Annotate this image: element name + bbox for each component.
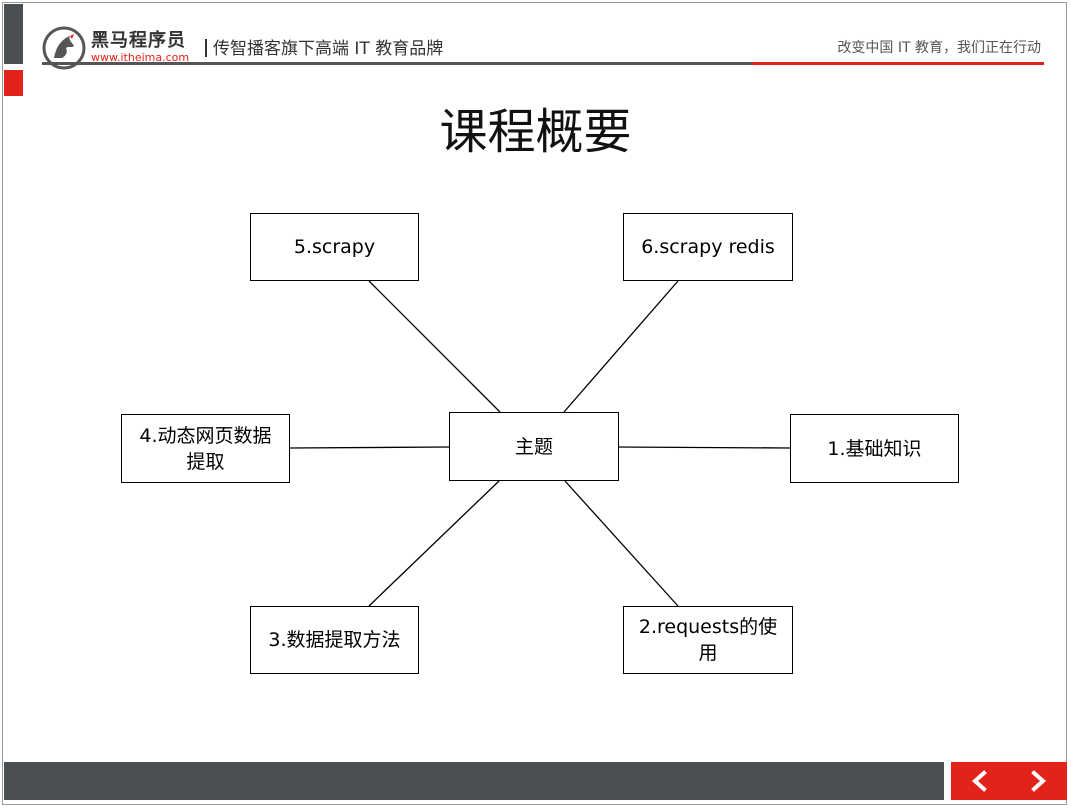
corner-accent-red <box>4 70 23 96</box>
footer-bar <box>4 762 944 800</box>
diagram-center-node: 主题 <box>449 412 619 481</box>
diagram-node-4: 4.动态网页数据提取 <box>121 414 290 483</box>
divider <box>205 39 207 57</box>
slide-title: 课程概要 <box>439 104 632 160</box>
connector-1 <box>618 446 791 449</box>
header-rule-gray <box>42 62 752 65</box>
chevron-left-icon <box>971 770 987 792</box>
corner-accent-dark <box>4 4 23 64</box>
connector-3 <box>368 480 500 607</box>
previous-slide-button[interactable] <box>951 762 1009 800</box>
brand-name: 黑马程序员 <box>91 30 186 51</box>
horse-logo-icon <box>42 26 86 70</box>
connector-2 <box>564 480 679 607</box>
brand-url: www.itheima.com <box>91 51 190 64</box>
header-slogan: 传智播客旗下高端 IT 教育品牌 <box>205 34 443 59</box>
slide-nav <box>951 762 1067 800</box>
connector-4 <box>289 446 450 449</box>
next-slide-button[interactable] <box>1009 762 1067 800</box>
brand-logo: 黑马程序员 www.itheima.com <box>42 26 189 70</box>
connector-5 <box>368 280 501 413</box>
diagram-node-5: 5.scrapy <box>250 213 419 281</box>
chevron-right-icon <box>1031 770 1047 792</box>
diagram-node-3: 3.数据提取方法 <box>250 606 419 674</box>
diagram-node-2: 2.requests的使用 <box>623 606 793 674</box>
header-slogan-text: 传智播客旗下高端 IT 教育品牌 <box>213 39 444 59</box>
header-rule-red <box>752 62 1044 65</box>
diagram-node-1: 1.基础知识 <box>790 414 959 483</box>
connector-6 <box>563 280 679 413</box>
header-motto: 改变中国 IT 教育，我们正在行动 <box>837 40 1041 56</box>
diagram-node-6: 6.scrapy redis <box>623 213 793 281</box>
